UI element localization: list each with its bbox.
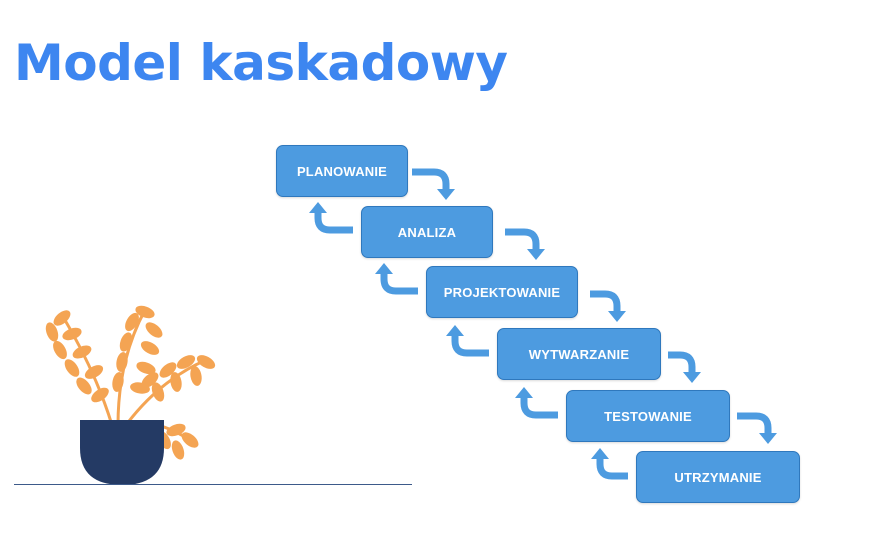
leaf — [145, 322, 163, 338]
leaf — [196, 355, 216, 369]
leaf — [119, 332, 133, 352]
leaf — [45, 322, 59, 342]
stage-utrzymanie: UTRZYMANIE — [636, 451, 800, 503]
stage-label: UTRZYMANIE — [674, 469, 762, 485]
curved-arrow-up-icon — [375, 263, 418, 295]
leaf — [159, 362, 177, 378]
leaf — [190, 366, 202, 386]
leaf — [91, 387, 109, 403]
leaf — [116, 352, 128, 372]
slide-title: Model kaskadowy — [14, 34, 508, 92]
stage-analiza: ANALIZA — [361, 206, 493, 258]
leaf — [140, 341, 160, 355]
stage-label: TESTOWANIE — [604, 408, 692, 424]
leaf — [135, 305, 155, 319]
stage-label: PROJEKTOWANIE — [443, 284, 561, 300]
leaf — [84, 365, 104, 379]
curved-arrow-up-icon — [309, 202, 353, 234]
leaf — [62, 327, 82, 341]
leaf — [125, 312, 139, 332]
pot — [80, 420, 164, 485]
leaf — [151, 382, 165, 402]
leaf — [64, 359, 80, 377]
leaf — [141, 372, 159, 388]
leaf — [176, 355, 196, 369]
curved-arrow-down-icon — [737, 412, 777, 444]
leaf — [72, 345, 92, 359]
stage-label: PLANOWANIE — [296, 163, 388, 179]
stage-wytwarzanie: WYTWARZANIE — [497, 328, 661, 380]
leaf — [136, 361, 156, 375]
curved-arrow-up-icon — [446, 325, 489, 357]
curved-arrow-down-icon — [668, 351, 701, 383]
leaf — [53, 310, 71, 326]
stage-projektowanie: PROJEKTOWANIE — [426, 266, 578, 318]
leaf — [170, 372, 182, 392]
stage-planowanie: PLANOWANIE — [276, 145, 408, 197]
leaf — [166, 423, 186, 437]
curved-arrow-down-icon — [590, 290, 626, 322]
stage-label: WYTWARZANIE — [528, 346, 630, 362]
curved-arrow-up-icon — [515, 387, 558, 419]
ground-line — [14, 484, 412, 485]
stage-testowanie: TESTOWANIE — [566, 390, 730, 442]
leaf — [171, 440, 185, 460]
curved-arrow-down-icon — [505, 228, 545, 260]
leaf — [76, 377, 92, 395]
leaf — [181, 432, 199, 448]
leaf — [112, 372, 124, 392]
curved-arrow-down-icon — [412, 168, 455, 200]
leaf — [53, 340, 67, 360]
curved-arrow-up-icon — [591, 448, 628, 480]
stage-label: ANALIZA — [397, 224, 457, 240]
